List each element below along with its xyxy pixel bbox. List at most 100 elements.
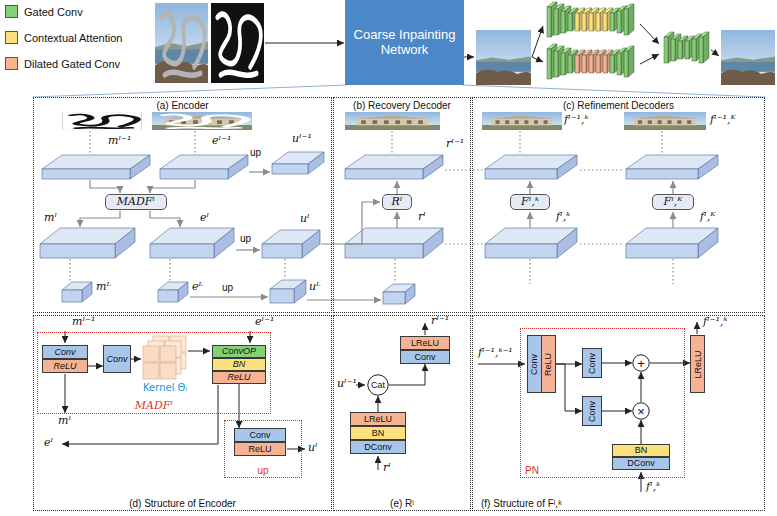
- layer-box: Conv: [103, 345, 131, 373]
- panel-title: (b) Recovery Decoder: [353, 100, 451, 111]
- wire: [62, 385, 218, 444]
- wire: [396, 181, 397, 194]
- plate-side: [565, 6, 571, 33]
- symbol-label: rˡ⁻¹: [446, 138, 464, 150]
- symbol-label: mˡ⁻¹: [108, 135, 131, 147]
- node-label: Conv: [414, 353, 435, 362]
- panel-title: (e) Rˡ: [390, 498, 414, 509]
- feature-map: [40, 228, 135, 258]
- feature-side: [557, 155, 577, 179]
- feature-side: [82, 282, 92, 302]
- wire: [80, 211, 120, 227]
- conv-plate: [699, 32, 709, 63]
- conv-plate: [582, 8, 592, 31]
- note-label: up: [250, 147, 261, 158]
- conv-plate: [554, 4, 564, 35]
- sky: [152, 112, 252, 130]
- layer-box: Conv: [582, 348, 602, 378]
- layer-box: LReLU: [400, 336, 450, 350]
- node-label: Rˡ: [392, 196, 403, 208]
- panel-title: up: [257, 465, 268, 476]
- node-label: Conv: [54, 348, 75, 357]
- conv-plate: [664, 32, 674, 63]
- feature-front: [158, 290, 178, 302]
- photo: [624, 112, 706, 130]
- conv-plate: [678, 36, 688, 59]
- wire: [236, 249, 260, 250]
- wire: [425, 323, 426, 335]
- window: [373, 120, 378, 124]
- symbol-label: eᴸ: [192, 281, 203, 293]
- wire: [640, 24, 659, 44]
- panel-title: (c) Refinement Decoders: [563, 100, 674, 111]
- conv-plate: [568, 8, 578, 31]
- node-label: ReLU: [248, 445, 271, 454]
- conv-plate: [596, 50, 606, 73]
- feature-side: [130, 155, 150, 179]
- module-box: MADFˡ: [105, 194, 167, 210]
- node-label: LReLU: [364, 415, 392, 424]
- plate-front: [699, 37, 703, 63]
- note-label: Kernel Θₗ: [143, 382, 187, 393]
- feature-map: [626, 228, 718, 258]
- operator-circle: +: [632, 354, 650, 372]
- window: [544, 120, 548, 124]
- panel-title: (d) Structure of Encoder: [129, 498, 236, 509]
- network-box: Coarse Inpainting Network: [345, 0, 464, 85]
- dotted-wire: [672, 259, 673, 284]
- roof: [632, 116, 698, 119]
- layer-box: DConv: [612, 457, 670, 470]
- feature-side: [423, 155, 443, 179]
- node-label: BN: [233, 360, 246, 369]
- note-label: up: [240, 233, 251, 244]
- mask-stroke: [72, 115, 138, 129]
- wire: [33, 85, 347, 97]
- feature-front: [272, 164, 308, 174]
- feature-side: [405, 284, 415, 304]
- symbol-label: rˡ: [418, 211, 426, 223]
- layer-box: BN: [350, 426, 406, 440]
- feature-map: [160, 155, 248, 179]
- window: [505, 120, 509, 124]
- feature-map: [345, 155, 443, 179]
- plate-side: [668, 32, 674, 63]
- photo: [211, 3, 264, 83]
- layer-box: BN: [612, 444, 670, 457]
- circle-shape: [368, 375, 388, 395]
- symbol-label: eˡ: [200, 212, 209, 224]
- legend-item: Contextual Attention: [5, 31, 122, 44]
- window: [534, 120, 538, 124]
- symbol-label: rˡ⁻¹: [431, 315, 449, 327]
- window: [496, 120, 500, 124]
- group-box: PNConvReLUConvConv+×BNDConv: [520, 328, 685, 478]
- wire: [188, 351, 210, 352]
- legend-item: Dilated Gated Conv: [5, 57, 120, 70]
- wire: [529, 181, 530, 194]
- feature-side: [214, 228, 234, 258]
- symbol-label: mˡ: [44, 212, 57, 224]
- feature-front: [626, 169, 698, 179]
- conv-plate: [596, 8, 606, 31]
- feature-front: [383, 292, 405, 304]
- dotted-wire: [580, 169, 622, 170]
- node-label: ×: [637, 405, 645, 418]
- feature-side: [302, 230, 320, 258]
- photo: [152, 112, 252, 130]
- layer-box: ReLU: [42, 359, 88, 373]
- feature-front: [485, 244, 557, 258]
- symbol-label: uˡ⁻¹: [292, 133, 312, 145]
- photo: [721, 30, 775, 85]
- kernel-cell: [143, 363, 159, 379]
- conv-plate: [582, 50, 592, 73]
- layer-box: Conv: [42, 345, 88, 359]
- feature-side: [557, 228, 577, 258]
- layer-box: BN: [212, 358, 266, 371]
- window: [384, 120, 389, 124]
- wire: [190, 296, 268, 297]
- photo: [476, 30, 531, 85]
- node-label: ConvOP: [222, 347, 256, 356]
- wire: [711, 50, 719, 56]
- panel: (a) EncoderMADFˡ: [33, 97, 332, 313]
- sky: [721, 30, 775, 85]
